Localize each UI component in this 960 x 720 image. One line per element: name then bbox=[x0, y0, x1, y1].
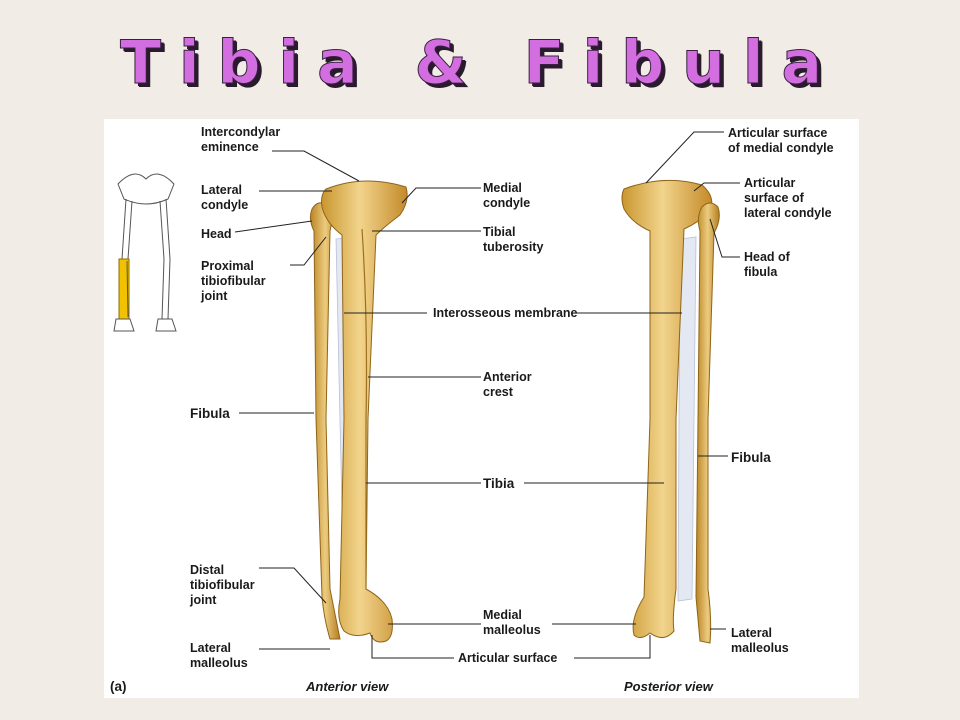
caption-posterior-view: Posterior view bbox=[624, 679, 713, 694]
label-medial-condyle: Medial condyle bbox=[483, 181, 531, 210]
label-articular-surface-lateral-condyle: Articular surface of lateral condyle bbox=[744, 176, 832, 220]
label-fibula-right: Fibula bbox=[731, 450, 771, 465]
fibula-anterior bbox=[309, 202, 341, 640]
bone-illustration bbox=[113, 131, 740, 659]
anatomy-figure: Intercondylar eminence Lateral condyle H… bbox=[104, 119, 859, 698]
label-head-of-fibula: Head of fibula bbox=[744, 250, 790, 279]
label-articular-surface: Articular surface bbox=[458, 651, 558, 665]
label-lateral-malleolus-left: Lateral malleolus bbox=[190, 641, 248, 670]
tibia-anterior bbox=[321, 180, 408, 643]
label-tibial-tuberosity: Tibial tuberosity bbox=[483, 225, 544, 254]
interosseous-membrane-posterior bbox=[677, 236, 697, 602]
label-interosseous-membrane: Interosseous membrane bbox=[433, 306, 578, 320]
panel-letter: (a) bbox=[110, 679, 127, 694]
label-medial-malleolus: Medial malleolus bbox=[483, 608, 541, 637]
label-distal-tibiofibular-joint: Distal tibiofibular joint bbox=[190, 563, 255, 607]
label-lateral-malleolus-right: Lateral malleolus bbox=[731, 626, 789, 655]
posterior-view-bones bbox=[621, 179, 720, 644]
label-proximal-tibiofibular-joint: Proximal tibiofibular joint bbox=[201, 259, 266, 303]
label-tibia: Tibia bbox=[483, 476, 515, 491]
caption-anterior-view: Anterior view bbox=[306, 679, 389, 694]
fibula-posterior bbox=[695, 202, 720, 644]
tibia-posterior bbox=[621, 179, 713, 639]
label-articular-surface-medial-condyle: Articular surface of medial condyle bbox=[728, 126, 834, 155]
anterior-view-bones bbox=[309, 180, 408, 643]
label-lateral-condyle: Lateral condyle bbox=[201, 183, 249, 212]
label-intercondylar-eminence: Intercondylar eminence bbox=[201, 125, 281, 154]
label-head: Head bbox=[201, 227, 232, 241]
skeleton-thumbnail bbox=[113, 173, 177, 332]
leader-lines bbox=[234, 131, 740, 659]
label-fibula-left: Fibula bbox=[190, 406, 230, 421]
label-anterior-crest: Anterior crest bbox=[483, 370, 532, 399]
slide-title: Tibia & Fibula bbox=[120, 28, 840, 99]
